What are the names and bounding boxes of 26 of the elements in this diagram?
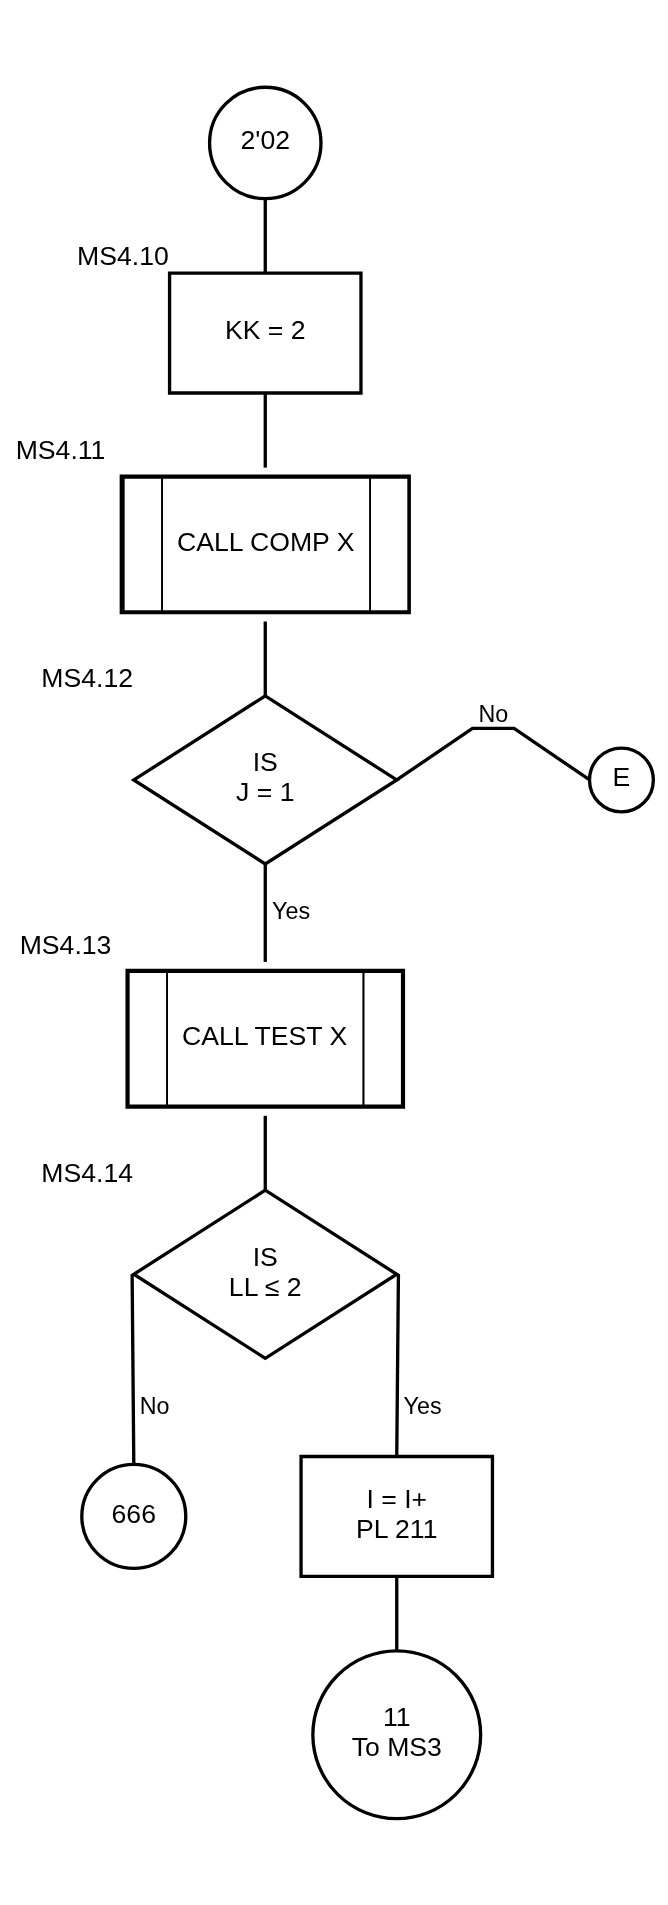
connector bbox=[395, 1576, 399, 1651]
node-diamond: IS J = 1 bbox=[130, 693, 400, 866]
connector bbox=[395, 726, 591, 781]
node-box: I = I+ PL 211 bbox=[299, 1454, 495, 1578]
edge-label: Yes bbox=[403, 1392, 442, 1419]
node-box: KK = 2 bbox=[167, 271, 363, 395]
node-diamond: IS LL ≤ 2 bbox=[130, 1187, 400, 1360]
node-circle: 2'02 bbox=[207, 85, 323, 200]
edge-label: No bbox=[139, 1392, 170, 1419]
node-circle: 11 To MS3 bbox=[311, 1648, 483, 1820]
edge-label: No bbox=[478, 700, 509, 727]
connector bbox=[263, 392, 267, 468]
connector bbox=[263, 621, 267, 695]
connector bbox=[263, 1115, 267, 1190]
node-circle: E bbox=[587, 745, 656, 814]
node-label: MS4.13 bbox=[19, 929, 112, 960]
node-label: MS4.14 bbox=[41, 1157, 134, 1188]
connector bbox=[130, 1273, 136, 1463]
node-label: MS4.10 bbox=[77, 240, 169, 271]
node-circle: 666 bbox=[80, 1462, 188, 1570]
node-label: MS4.11 bbox=[15, 434, 106, 465]
node-label: MS4.12 bbox=[41, 662, 134, 693]
connector bbox=[263, 864, 267, 962]
edge-label: Yes bbox=[272, 897, 311, 924]
connector bbox=[263, 198, 267, 273]
connector bbox=[395, 1273, 401, 1456]
